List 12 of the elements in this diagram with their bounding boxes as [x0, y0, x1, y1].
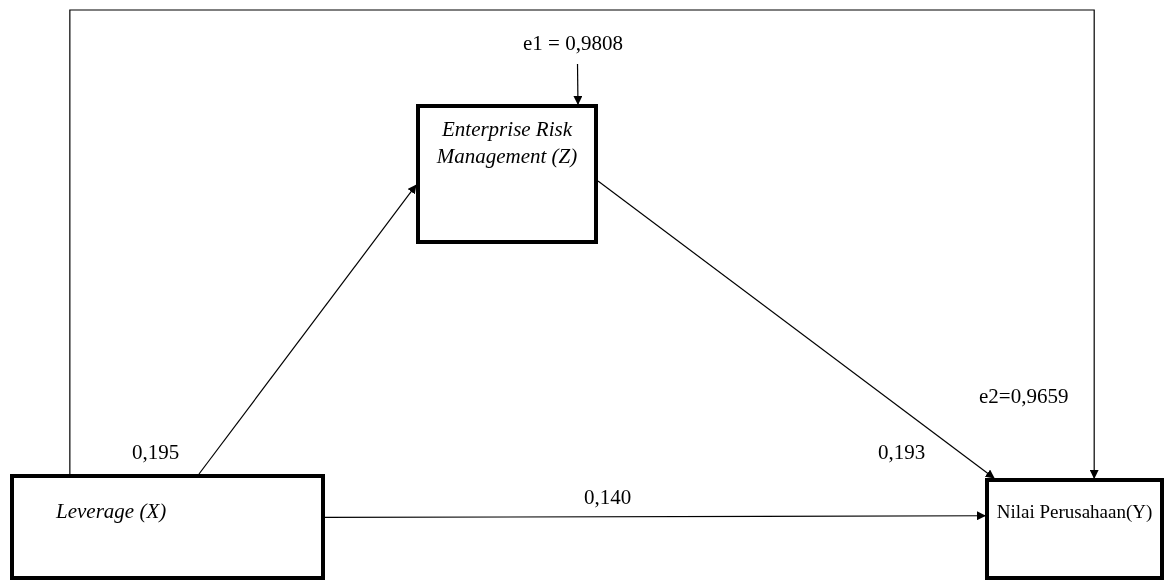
variable-box	[416, 104, 598, 244]
variable-name: Leverage (X)	[56, 498, 167, 525]
arrow	[597, 180, 995, 479]
variable-name: Enterprise Risk Management (Z)	[435, 116, 579, 171]
variable-name: Nilai Perusahaan(Y)	[996, 500, 1153, 524]
error-term-label: e1 = 0,9808	[498, 30, 648, 64]
arrow	[69, 9, 1099, 479]
arrow	[198, 184, 417, 475]
variable-box	[985, 478, 1164, 580]
variable-box	[10, 474, 325, 580]
arrow	[573, 63, 583, 105]
arrow	[324, 511, 986, 521]
